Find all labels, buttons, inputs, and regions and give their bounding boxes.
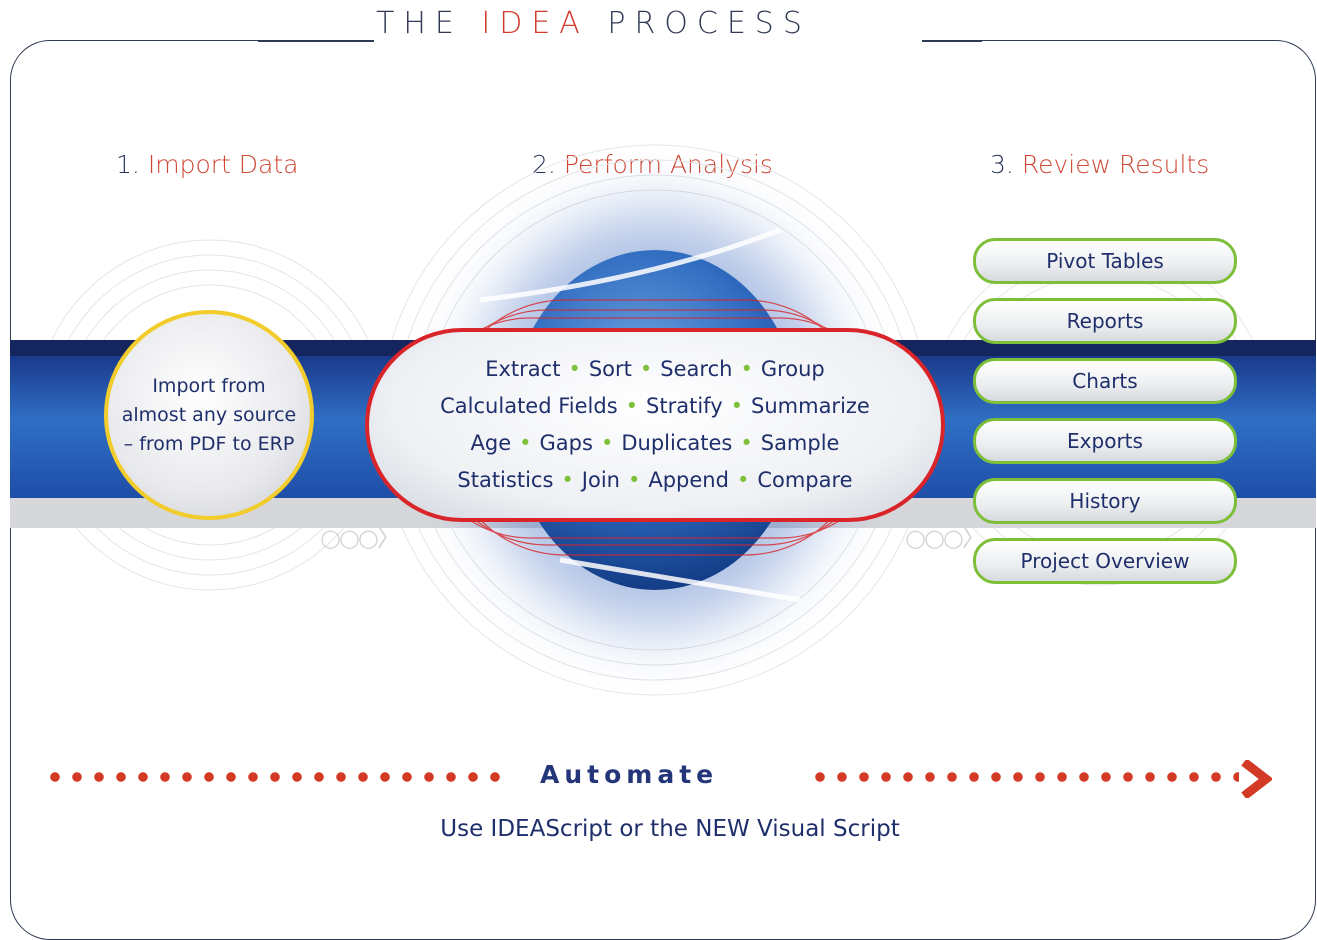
analysis-item: Join bbox=[581, 468, 620, 492]
history-button[interactable]: History bbox=[973, 478, 1237, 524]
automate-subtitle: Use IDEAScript or the NEW Visual Script bbox=[440, 816, 900, 842]
bullet-icon: • bbox=[740, 431, 753, 455]
dotted-line-left bbox=[44, 770, 504, 784]
analysis-item: Compare bbox=[757, 468, 853, 492]
analysis-item: Search bbox=[660, 357, 733, 381]
analysis-item: Stratify bbox=[646, 394, 723, 418]
title-post: PROCESS bbox=[588, 6, 811, 41]
analysis-line-4: Statistics • Join • Append • Compare bbox=[457, 462, 852, 499]
import-line-3: – from PDF to ERP bbox=[123, 432, 295, 455]
analysis-item: Sample bbox=[760, 431, 840, 455]
step-2-label: Perform Analysis bbox=[563, 150, 773, 179]
import-line-2: almost any source bbox=[121, 403, 297, 426]
automate-label: Automate bbox=[540, 760, 719, 789]
analysis-item: Group bbox=[760, 357, 825, 381]
title-accent: IDEA bbox=[481, 6, 589, 41]
charts-button[interactable]: Charts bbox=[973, 358, 1237, 404]
exports-button[interactable]: Exports bbox=[973, 418, 1237, 464]
title-rule-right bbox=[922, 40, 982, 42]
import-circle: Import from almost any source – from PDF… bbox=[104, 310, 314, 520]
results-list: Pivot Tables Reports Charts Exports Hist… bbox=[973, 238, 1237, 598]
bullet-icon: • bbox=[568, 357, 581, 381]
step-3-label: Review Results bbox=[1021, 150, 1210, 179]
analysis-item: Summarize bbox=[751, 394, 870, 418]
bullet-icon: • bbox=[639, 357, 653, 381]
dotted-line-right bbox=[809, 770, 1239, 784]
step-2-heading: 2.Perform Analysis bbox=[532, 150, 773, 179]
import-line-1: Import from bbox=[152, 374, 266, 397]
project-overview-button[interactable]: Project Overview bbox=[973, 538, 1237, 584]
page-title: THE IDEA PROCESS bbox=[376, 6, 936, 46]
analysis-line-3: Age • Gaps • Duplicates • Sample bbox=[471, 425, 840, 462]
analysis-item: Append bbox=[648, 468, 729, 492]
analysis-line-1: Extract • Sort • Search • Group bbox=[485, 351, 825, 388]
bullet-icon: • bbox=[600, 431, 614, 455]
arrow-right-icon bbox=[1241, 760, 1272, 798]
step-3-number: 3. bbox=[990, 150, 1014, 179]
bullet-icon: • bbox=[625, 394, 639, 418]
analysis-line-2: Calculated Fields • Stratify • Summarize bbox=[440, 388, 870, 425]
automate-row: Automate bbox=[44, 760, 1274, 800]
step-1-heading: 1.Import Data bbox=[116, 150, 298, 179]
analysis-item: Sort bbox=[588, 357, 632, 381]
pivot-tables-button[interactable]: Pivot Tables bbox=[973, 238, 1237, 284]
bullet-icon: • bbox=[519, 431, 532, 455]
title-pre: THE bbox=[376, 6, 482, 41]
analysis-item: Age bbox=[470, 431, 512, 455]
step-2-number: 2. bbox=[532, 150, 556, 179]
analysis-item: Statistics bbox=[457, 468, 554, 492]
bullet-icon: • bbox=[730, 394, 744, 418]
import-text: Import from almost any source – from PDF… bbox=[122, 372, 297, 459]
title-mask bbox=[366, 28, 926, 52]
flow-arrow-1: ○○○〉 bbox=[320, 524, 401, 552]
bullet-icon: • bbox=[627, 468, 641, 492]
bullet-icon: • bbox=[740, 357, 753, 381]
step-1-label: Import Data bbox=[147, 150, 299, 179]
analysis-item: Duplicates bbox=[621, 431, 733, 455]
analysis-item: Calculated Fields bbox=[440, 394, 618, 418]
step-1-number: 1. bbox=[116, 150, 140, 179]
reports-button[interactable]: Reports bbox=[973, 298, 1237, 344]
title-rule-left bbox=[258, 40, 374, 42]
analysis-item: Extract bbox=[485, 357, 561, 381]
analysis-item: Gaps bbox=[539, 431, 593, 455]
step-3-heading: 3.Review Results bbox=[990, 150, 1209, 179]
bullet-icon: • bbox=[561, 468, 574, 492]
analysis-pill: Extract • Sort • Search • Group Calculated Fie… bbox=[365, 328, 945, 522]
bullet-icon: • bbox=[736, 468, 750, 492]
flow-arrow-2: ○○○〉 bbox=[905, 524, 986, 552]
